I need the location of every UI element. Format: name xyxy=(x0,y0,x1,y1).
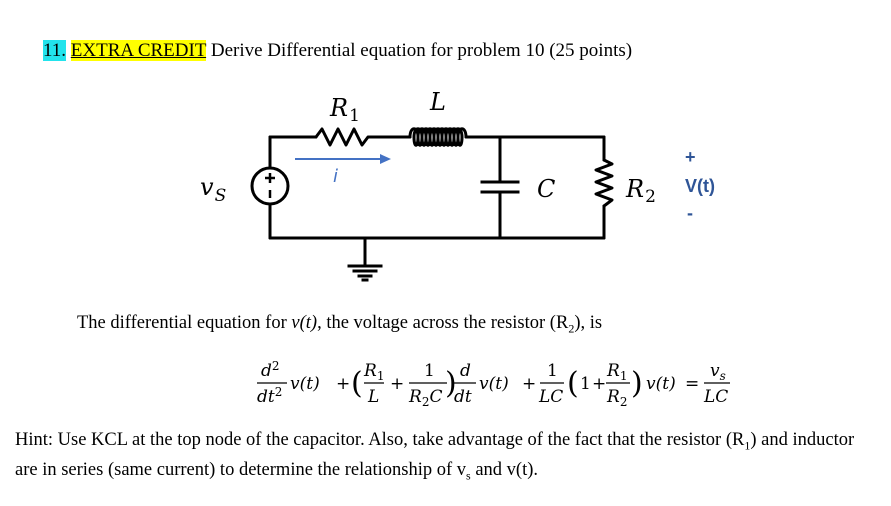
current-label: i xyxy=(333,166,338,187)
intro-vt: v(t) xyxy=(291,313,318,333)
intro-sub: 2 xyxy=(568,321,575,336)
eq-one-3: 1 xyxy=(580,374,591,394)
eq-plus-4: + xyxy=(592,374,606,394)
eq-rparen-1: ) xyxy=(445,366,457,401)
resistor-r1 xyxy=(314,127,412,147)
eq-plus-1: + xyxy=(336,374,350,394)
c-label: C xyxy=(537,175,555,203)
intro-part2: , the voltage across the resistor (R xyxy=(317,313,569,333)
eq-lparen-1: ( xyxy=(351,366,363,401)
eq-r2-b: R2 xyxy=(606,387,627,409)
r2-label: R2 xyxy=(625,175,656,207)
eq-vs: vs xyxy=(710,361,726,383)
hint-part1: Hint: Use KCL at the top node of the cap… xyxy=(15,430,745,450)
eq-r1: R1 xyxy=(363,361,384,383)
extra-credit-label: EXTRA CREDIT xyxy=(70,40,207,61)
current-arrow-head xyxy=(380,154,391,164)
l-label: L xyxy=(429,88,446,116)
eq-one-1: 1 xyxy=(424,361,435,381)
circuit-diagram: R1 L i vS C R2 + V(t) - xyxy=(200,88,715,282)
intro-part3: ), is xyxy=(574,313,603,333)
eq-lparen-2: ( xyxy=(567,366,579,401)
vt-label: V(t) xyxy=(685,176,715,196)
differential-equation: d2 dt2 v(t) + ( R1 L + 1 R2C ) d dt v(t)… xyxy=(257,359,730,409)
intro-text: The differential equation for v(t), the … xyxy=(77,313,602,337)
eq-d2-den: dt2 xyxy=(257,385,282,407)
eq-equals: = xyxy=(685,374,699,394)
eq-plus-3: + xyxy=(522,374,536,394)
problem-title: Derive Differential equation for problem… xyxy=(206,40,633,61)
eq-vt-2: v(t) xyxy=(479,374,509,394)
hint-part2: ) and inductor are in series (same curre… xyxy=(15,430,855,480)
inductor-l xyxy=(408,127,468,147)
vs-label: vS xyxy=(200,173,226,206)
eq-r1-b: R1 xyxy=(606,361,627,383)
eq-dt-den: dt xyxy=(454,387,472,407)
eq-l: L xyxy=(367,387,379,407)
resistor-r2 xyxy=(594,158,614,208)
r1-label: R1 xyxy=(329,94,360,126)
hint-sub1: 1 xyxy=(744,438,751,453)
eq-d-num: d xyxy=(460,361,471,381)
eq-d2-num: d2 xyxy=(261,359,280,381)
problem-heading: 11. EXTRA CREDIT Derive Differential equ… xyxy=(43,40,632,62)
eq-vt-3: v(t) xyxy=(646,374,676,394)
eq-rparen-2: ) xyxy=(631,366,643,401)
eq-one-2: 1 xyxy=(547,361,558,381)
polarity-plus: + xyxy=(685,147,696,167)
eq-plus-2: + xyxy=(390,374,404,394)
problem-number: 11. xyxy=(43,40,67,61)
hint-sub-s: s xyxy=(466,468,471,483)
eq-lc-2: LC xyxy=(703,387,728,407)
eq-r2c: R2C xyxy=(408,387,442,409)
hint-part3: and v(t). xyxy=(470,459,539,480)
eq-lc-1: LC xyxy=(538,387,563,407)
polarity-minus: - xyxy=(687,203,693,223)
eq-vt-1: v(t) xyxy=(290,374,320,394)
intro-part1: The differential equation for xyxy=(77,313,292,333)
hint-text: Hint: Use KCL at the top node of the cap… xyxy=(15,428,880,487)
